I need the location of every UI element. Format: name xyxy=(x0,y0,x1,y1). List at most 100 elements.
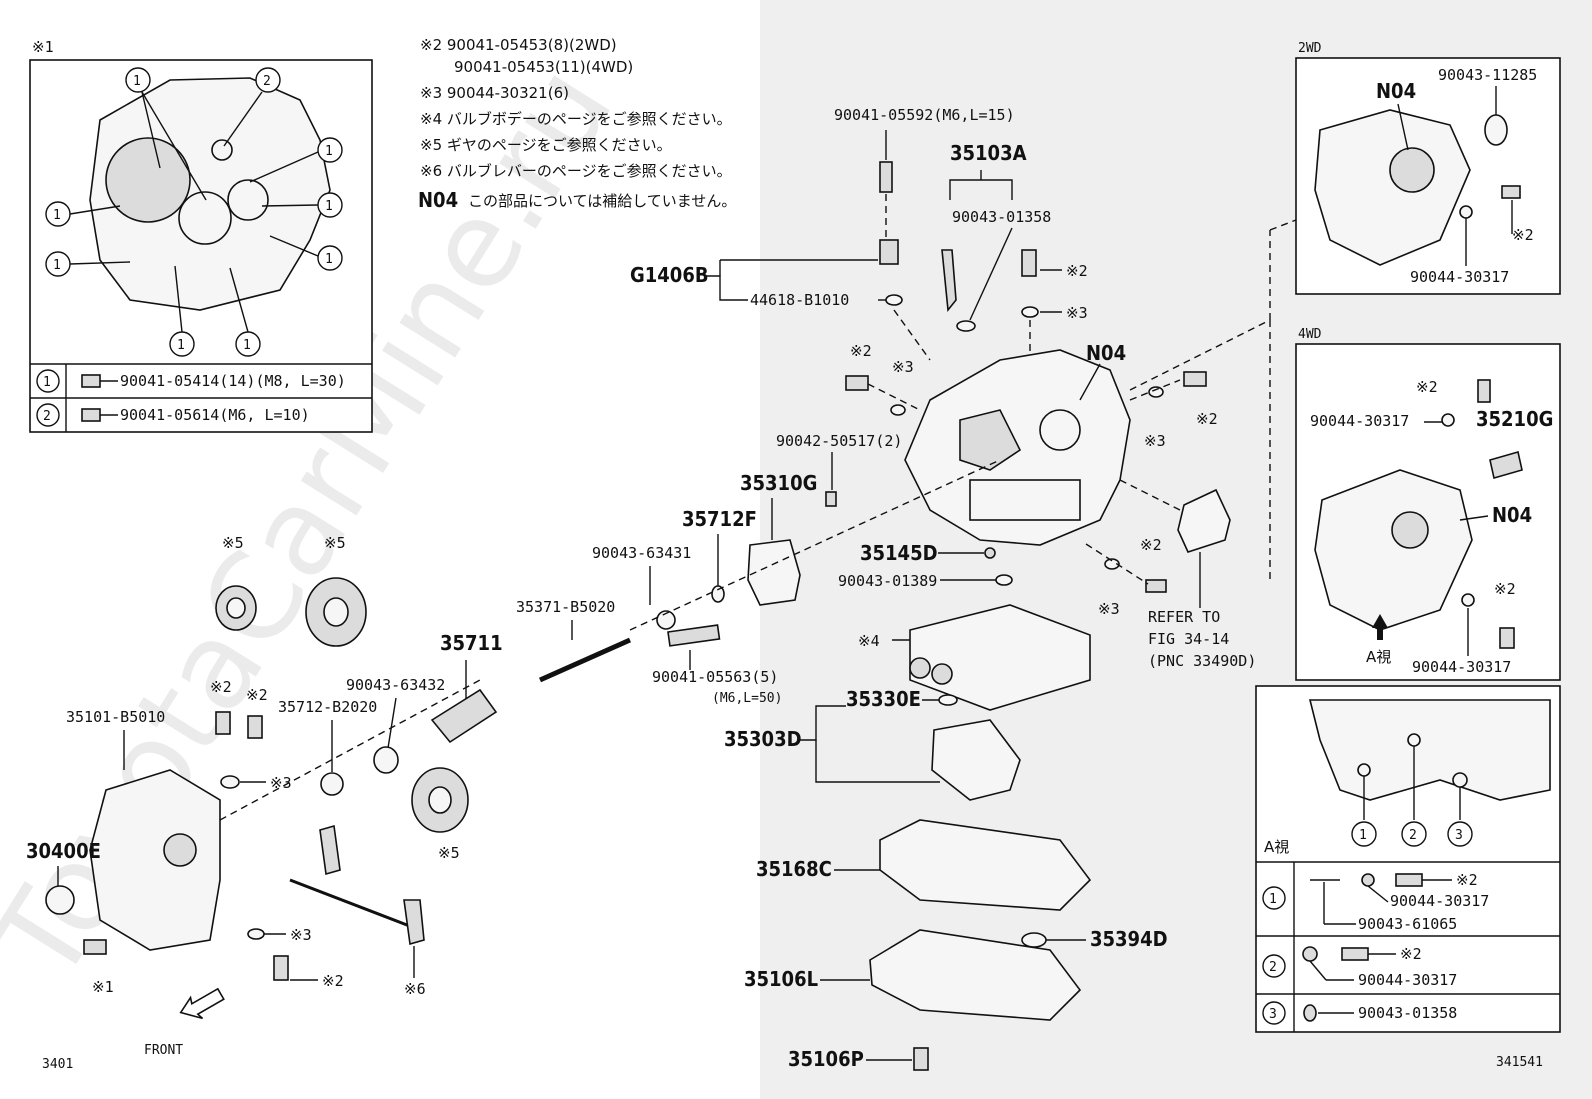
note-3: ※3 90044-30321(6) xyxy=(420,84,569,102)
figure-id-left: 3401 xyxy=(42,1057,73,1072)
marker-1d: 1 xyxy=(325,252,333,267)
marker-1b: 1 xyxy=(325,144,333,159)
top-center-parts: 90041-05592(M6,L=15) 35103A 90043-01358 … xyxy=(630,106,1088,361)
label-35103A: 35103A xyxy=(950,141,1027,165)
label-35394D: 35394D xyxy=(1090,927,1168,951)
a-row2-a: ※2 xyxy=(1400,945,1422,963)
label-90041-05592: 90041-05592(M6,L=15) xyxy=(834,106,1015,124)
figure-id-right: 341541 xyxy=(1496,1055,1543,1070)
left-case-group: ※2 ※2 35101-B5010 35712-B2020 90043-6343… xyxy=(26,676,481,1058)
label-35330E: 35330E xyxy=(846,687,921,711)
note-6: ※6 バルブレバーのページをご参照ください。 xyxy=(420,162,732,180)
oil-pump-group: 90042-50517(2) 35310G 35712F 90043-63431… xyxy=(430,432,1001,744)
label-n6-a: ※6 xyxy=(404,980,426,998)
label-90042: 90042-50517(2) xyxy=(776,432,902,450)
label-n2-b: ※2 xyxy=(850,342,872,360)
note-n04-text: この部品については補給していません。 xyxy=(468,192,736,210)
label-90041-05563: 90041-05563(5) xyxy=(652,668,778,686)
note-n04-key: N04 xyxy=(418,188,458,212)
label-35101: 35101-B5010 xyxy=(66,708,165,726)
label-refer-2: FIG 34-14 xyxy=(1148,630,1229,648)
front-arrow-icon xyxy=(179,987,225,1020)
label-G1406B: G1406B xyxy=(630,263,709,287)
inset-2wd-p2: ※2 xyxy=(1512,226,1534,244)
marker-2a: 2 xyxy=(263,74,271,89)
a-row1-a: ※2 xyxy=(1456,871,1478,889)
gear-group: ※5 ※5 ※5 xyxy=(215,534,469,862)
inset-4wd-p3: 35210G xyxy=(1476,407,1553,431)
label-n2-g: ※2 xyxy=(322,972,344,990)
main-transmission-case: N04 ※2 ※3 ※2 ※3 xyxy=(845,219,1297,580)
label-n2-f: ※2 xyxy=(246,686,268,704)
label-n1-a: ※1 xyxy=(92,978,114,996)
inset-4wd-title: 4WD xyxy=(1298,327,1322,342)
inset-2wd-p3: 90044-30317 xyxy=(1410,268,1509,286)
inset-2wd: N04 90043-11285 ※2 90044-30317 xyxy=(1295,57,1561,295)
label-35145D: 35145D xyxy=(860,541,938,565)
label-44618: 44618-B1010 xyxy=(750,291,849,309)
a-row2-num: 2 xyxy=(1269,960,1277,975)
label-n2-e: ※2 xyxy=(210,678,232,696)
inset-4wd: ※2 90044-30317 35210G N04 ※2 A視 90044-30… xyxy=(1295,343,1561,681)
label-90043-63431: 90043-63431 xyxy=(592,544,691,562)
inset-a-title: A視 xyxy=(1264,838,1289,856)
a-row3-text: 90043-01358 xyxy=(1358,1004,1457,1022)
label-35712F: 35712F xyxy=(682,507,757,531)
note-2a: ※2 90041-05453(8)(2WD) xyxy=(420,36,617,54)
label-n3-f: ※3 xyxy=(290,926,312,944)
a-row1-num: 1 xyxy=(1269,892,1277,907)
marker-1h: 1 xyxy=(243,338,251,353)
notes-block: ※2 90041-05453(8)(2WD) 90041-05453(11)(4… xyxy=(418,36,736,212)
label-refer-3: (PNC 33490D) xyxy=(1148,652,1256,670)
label-35168C: 35168C xyxy=(756,857,832,881)
inset-2wd-p1: 90043-11285 xyxy=(1438,66,1537,84)
marker-1g: 1 xyxy=(177,338,185,353)
label-90043-01358: 90043-01358 xyxy=(952,208,1051,226)
label-n2-c: ※2 xyxy=(1196,410,1218,428)
a-row3-num: 3 xyxy=(1269,1007,1277,1022)
a-row1-c: 90043-61065 xyxy=(1358,915,1457,933)
marker-1c: 1 xyxy=(325,199,333,214)
label-90041-05563b: (M6,L=50) xyxy=(712,691,782,706)
inset1-row2-num: 2 xyxy=(43,409,51,424)
label-n5-a: ※5 xyxy=(222,534,244,552)
label-35711: 35711 xyxy=(440,631,503,655)
label-n3-c: ※3 xyxy=(1144,432,1166,450)
a-row1-b: 90044-30317 xyxy=(1390,892,1489,910)
label-n3-e: ※3 xyxy=(270,774,292,792)
label-n5-c: ※5 xyxy=(438,844,460,862)
label-n2-d: ※2 xyxy=(1140,536,1162,554)
label-n3-a: ※3 xyxy=(1066,304,1088,322)
label-n2-a: ※2 xyxy=(1066,262,1088,280)
label-front: FRONT xyxy=(144,1043,183,1058)
view-arrow-icon xyxy=(1372,614,1388,640)
label-35310G: 35310G xyxy=(740,471,817,495)
inset-4wd-view: A視 xyxy=(1366,648,1391,666)
note-5: ※5 ギヤのページをご参照ください。 xyxy=(420,136,672,154)
label-35712B: 35712-B2020 xyxy=(278,698,377,716)
inset-4wd-p1: ※2 xyxy=(1416,378,1438,396)
oil-pan-group: 35168C 35394D 35106L 35106P xyxy=(744,819,1168,1071)
label-n04-main: N04 xyxy=(1086,341,1126,365)
inset-2wd-n04: N04 xyxy=(1376,79,1416,103)
a-marker-3: 3 xyxy=(1455,828,1463,843)
inset1-box: 1 2 1 1 1 1 1 1 1 1 90041-05414(14)(M8, … xyxy=(29,59,373,433)
inset-4wd-n04: N04 xyxy=(1492,503,1532,527)
label-refer-1: REFER TO xyxy=(1148,608,1220,626)
marker-1f: 1 xyxy=(53,258,61,273)
label-n3-d: ※3 xyxy=(1098,600,1120,618)
a-marker-1: 1 xyxy=(1359,828,1367,843)
label-35106L: 35106L xyxy=(744,967,818,991)
label-n4-a: ※4 xyxy=(858,632,880,650)
inset1-row1-num: 1 xyxy=(43,375,51,390)
label-35106P: 35106P xyxy=(788,1047,864,1071)
label-n5-b: ※5 xyxy=(324,534,346,552)
inset-2wd-title: 2WD xyxy=(1298,41,1322,56)
label-30400E: 30400E xyxy=(26,839,101,863)
a-marker-2: 2 xyxy=(1409,828,1417,843)
inset1-row2-text: 90041-05614(M6, L=10) xyxy=(120,406,310,424)
valve-body-group: 35145D 90043-01389 ※4 35330E 35303D REFE… xyxy=(724,479,1256,801)
inset-4wd-p2: 90044-30317 xyxy=(1310,412,1409,430)
